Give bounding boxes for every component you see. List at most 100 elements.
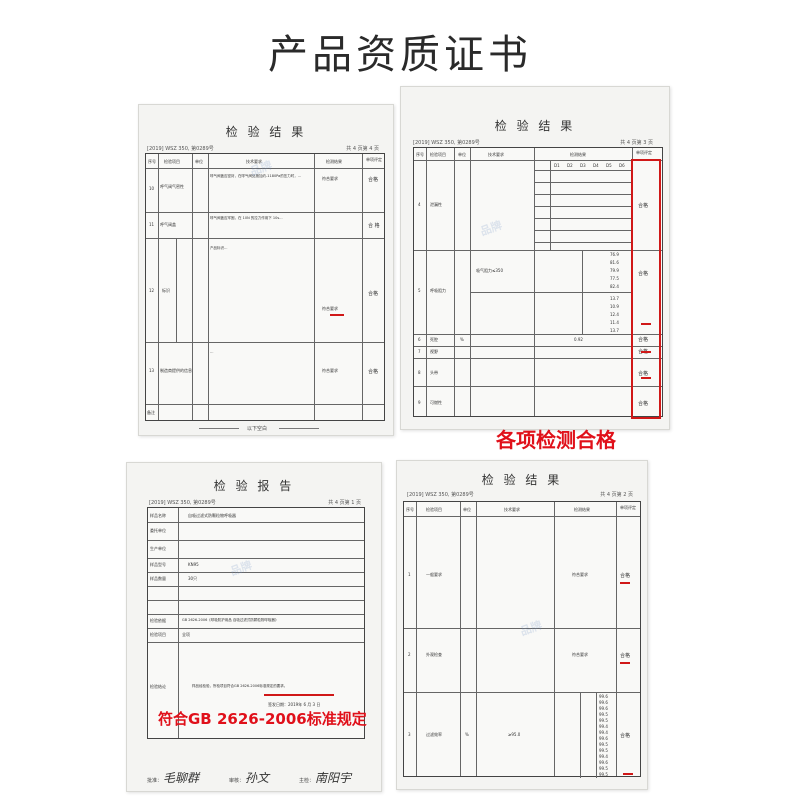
highlight-mark bbox=[620, 662, 630, 664]
field-value: 样品经检验，所检项目符合GB 2626-2006标准规定的要求。 bbox=[192, 684, 288, 688]
row-requirement: 呼气阀盖应牢固，在 10N 的拉力作用下 10s… bbox=[210, 216, 283, 220]
row-requirement: 呼气阀盖应密封，在呼气阀处施加约-1180Pa的压力时，… bbox=[210, 174, 302, 178]
col-header: 技术要求 bbox=[246, 159, 262, 164]
efficiency-value: 99.5 bbox=[599, 772, 608, 777]
page-number: 共 4 页第 3 页 bbox=[620, 140, 653, 146]
row-result: 符合要求 bbox=[572, 572, 588, 577]
report-number: [2019] WSZ 350, 第0289号 bbox=[147, 146, 214, 152]
page-title: 产品资质证书 bbox=[268, 32, 532, 78]
results-table: 序号 检验项目 单位 技术要求 检测结果 单项评定 D1 D2 D3 D4 D5… bbox=[413, 147, 663, 417]
row-result: 符合要求 bbox=[572, 652, 588, 657]
results-table: 序号 检验项目 单位 技术要求 检测结果 单项评定 1 一般要求 符合要求 合格… bbox=[403, 501, 641, 778]
certificate-page-1: 检 验 报 告 [2019] WSZ 350, 第0289号 共 4 页第 1 … bbox=[126, 462, 382, 792]
col-header: 技术要求 bbox=[488, 152, 504, 157]
col-header: 序号 bbox=[406, 507, 414, 512]
gb-standard-callout: 符合GB 2626-2006标准规定 bbox=[158, 710, 367, 728]
row-verdict: 合格 bbox=[620, 573, 631, 579]
field-label: 样品型号 bbox=[150, 562, 166, 567]
doc-title: 检 验 结 果 bbox=[494, 119, 576, 133]
resistance-value: 79.9 bbox=[610, 268, 619, 273]
row-number: 8 bbox=[418, 370, 421, 375]
efficiency-value: 99.6 bbox=[599, 694, 608, 699]
resistance-value: 77.5 bbox=[610, 276, 619, 281]
field-label: 样品数量 bbox=[150, 576, 166, 581]
row-number: 13 bbox=[149, 368, 155, 373]
sub-col: D1 bbox=[554, 163, 560, 168]
sub-col: D2 bbox=[567, 163, 573, 168]
field-value: 30只 bbox=[188, 576, 198, 581]
doc-title: 检 验 结 果 bbox=[225, 125, 307, 139]
report-number: [2019] WSZ 350, 第0289号 bbox=[149, 500, 216, 506]
row-result: 符合要求 bbox=[322, 368, 338, 373]
divider bbox=[279, 428, 319, 429]
row-verdict: 合格 bbox=[368, 177, 379, 183]
row-result: 0.92 bbox=[574, 337, 583, 342]
remark-label: 备注 bbox=[147, 410, 155, 415]
efficiency-value: 99.6 bbox=[599, 706, 608, 711]
row-item: 标识 bbox=[162, 288, 170, 293]
row-unit: % bbox=[460, 337, 464, 342]
col-header: 检验项目 bbox=[430, 152, 446, 157]
row-item: 视野 bbox=[430, 349, 438, 354]
row-item: 外观检查 bbox=[426, 652, 442, 657]
end-note: 以下空白 bbox=[247, 426, 268, 432]
sub-col: D5 bbox=[606, 163, 612, 168]
efficiency-value: 99.6 bbox=[599, 760, 608, 765]
col-header: 检测结果 bbox=[570, 152, 586, 157]
col-header: 单项评定 bbox=[366, 157, 382, 162]
row-verdict-mark: 合格 bbox=[638, 271, 649, 277]
highlight-mark bbox=[641, 323, 651, 325]
row-item: 可燃性 bbox=[430, 400, 442, 405]
sub-col: D4 bbox=[593, 163, 599, 168]
certificate-page-4: 检 验 结 果 [2019] WSZ 350, 第0289号 共 4 页第 4 … bbox=[138, 104, 394, 436]
highlight-mark bbox=[623, 773, 633, 775]
resistance-value: 13.7 bbox=[610, 296, 619, 301]
field-label: 检验依据 bbox=[150, 618, 166, 623]
col-header: 序号 bbox=[148, 159, 156, 164]
inspector-signature: 南阳宇 bbox=[315, 771, 352, 785]
col-header: 单位 bbox=[458, 152, 466, 157]
report-number: [2019] WSZ 350, 第0289号 bbox=[407, 492, 474, 498]
row-number: 5 bbox=[418, 288, 421, 293]
field-value: KN95 bbox=[188, 562, 199, 567]
resistance-value: 76.9 bbox=[610, 252, 619, 257]
row-item: 泄漏性 bbox=[430, 202, 442, 207]
row-verdict: 合格 bbox=[638, 203, 649, 209]
row-item: 头带 bbox=[430, 370, 438, 375]
field-label: 样品名称 bbox=[150, 513, 166, 518]
results-table: 序号 检验项目 单位 技术要求 检测结果 单项评定 10 呼气阀气密性 呼气阀盖… bbox=[145, 153, 385, 421]
col-header: 检验项目 bbox=[426, 507, 442, 512]
highlight-mark bbox=[641, 377, 651, 379]
efficiency-value: 99.4 bbox=[599, 724, 608, 729]
resistance-value: 13.7 bbox=[610, 328, 619, 333]
col-header: 单位 bbox=[463, 507, 471, 512]
row-item: 呼气阀气密性 bbox=[160, 184, 184, 189]
row-result: 符合要求 bbox=[322, 176, 338, 181]
row-verdict: 合格 bbox=[638, 371, 649, 377]
row-number: 12 bbox=[149, 288, 155, 293]
row-number: 7 bbox=[418, 349, 421, 354]
row-verdict: 合格 bbox=[368, 369, 379, 375]
efficiency-value: 99.5 bbox=[599, 712, 608, 717]
row-number: 3 bbox=[408, 732, 411, 737]
reviewer-signature: 孙文 bbox=[245, 771, 270, 785]
efficiency-value: 99.5 bbox=[599, 766, 608, 771]
page-number: 共 4 页第 1 页 bbox=[328, 500, 361, 506]
row-verdict: 合格 bbox=[638, 401, 649, 407]
row-requirement: 产品标识… bbox=[210, 246, 228, 250]
doc-title: 检 验 结 果 bbox=[481, 473, 563, 487]
page-number: 共 4 页第 2 页 bbox=[600, 492, 633, 498]
row-item: 呼吸阻力 bbox=[430, 288, 446, 293]
row-number: 11 bbox=[149, 222, 155, 227]
resistance-value: 10.9 bbox=[610, 304, 619, 309]
row-item: 呼气阀盖 bbox=[160, 222, 176, 227]
row-item: 制造商提供的信息 bbox=[160, 368, 192, 373]
certificate-page-3: 检 验 结 果 [2019] WSZ 350, 第0289号 共 4 页第 3 … bbox=[400, 86, 670, 430]
row-item: 死腔 bbox=[430, 337, 438, 342]
field-value: 自吸过滤式防颗粒物呼吸器 bbox=[188, 513, 236, 518]
row-verdict: 合格 bbox=[368, 291, 379, 297]
row-verdict: 合格 bbox=[638, 337, 649, 343]
resistance-value: 12.4 bbox=[610, 312, 619, 317]
efficiency-value: 99.4 bbox=[599, 754, 608, 759]
col-header: 检验项目 bbox=[164, 159, 180, 164]
